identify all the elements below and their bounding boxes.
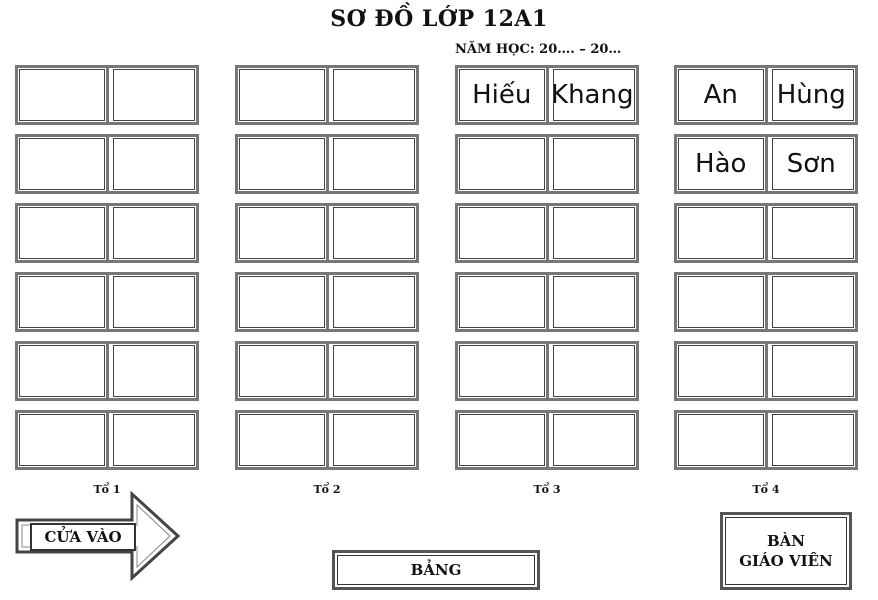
seat: [767, 272, 858, 332]
seat: [235, 341, 329, 401]
desk: [235, 203, 419, 263]
seat: Hiếu: [455, 65, 549, 125]
page-title: SƠ ĐỒ LỚP 12A1: [330, 6, 548, 32]
seat: [108, 65, 199, 125]
desk: [455, 272, 639, 332]
seat: [455, 134, 549, 194]
group-label: Tổ 2: [313, 483, 341, 496]
seat: [455, 203, 549, 263]
seat: [767, 410, 858, 470]
desk: [674, 203, 858, 263]
seat: [108, 203, 199, 263]
desk: [674, 410, 858, 470]
desk: [15, 134, 199, 194]
seat: [235, 410, 329, 470]
desk: [235, 410, 419, 470]
desk: [15, 272, 199, 332]
desk: [455, 341, 639, 401]
seat: [548, 134, 639, 194]
desk: [15, 65, 199, 125]
seat: Hào: [674, 134, 768, 194]
school-year: NĂM HỌC: 20…. – 20…: [455, 42, 622, 57]
group-1: [15, 65, 199, 479]
teacher-desk: BÀN GIÁO VIÊN: [720, 512, 852, 590]
seat: [767, 341, 858, 401]
seat: [548, 341, 639, 401]
blackboard: BẢNG: [332, 550, 540, 590]
seat: [15, 203, 109, 263]
seat: [674, 203, 768, 263]
seat: Sơn: [767, 134, 858, 194]
seat: Khang: [548, 65, 639, 125]
group-label: Tổ 4: [752, 483, 780, 496]
desk: [455, 203, 639, 263]
seat: [328, 203, 419, 263]
seat: [235, 65, 329, 125]
desk: [674, 341, 858, 401]
seat: [235, 134, 329, 194]
seat: [548, 410, 639, 470]
seat: Hùng: [767, 65, 858, 125]
group-label: Tổ 3: [533, 483, 561, 496]
seat: [674, 272, 768, 332]
desk: [455, 134, 639, 194]
seat: [328, 341, 419, 401]
seat: [108, 134, 199, 194]
group-label: Tổ 1: [93, 483, 121, 496]
seat: [15, 341, 109, 401]
seat: [548, 272, 639, 332]
seat: [235, 272, 329, 332]
desk: [235, 341, 419, 401]
desk: [235, 272, 419, 332]
seat: [108, 410, 199, 470]
seat: [328, 65, 419, 125]
seat: An: [674, 65, 768, 125]
desk: [15, 410, 199, 470]
teacher-desk-line1: BÀN: [766, 532, 806, 550]
seat: [15, 272, 109, 332]
door-label: CỬA VÀO: [30, 523, 136, 551]
desk: [674, 272, 858, 332]
desk: [15, 341, 199, 401]
seat: [108, 272, 199, 332]
desk: [235, 65, 419, 125]
seat: [674, 410, 768, 470]
desk: [15, 203, 199, 263]
teacher-desk-line2: GIÁO VIÊN: [739, 552, 833, 570]
seat: [328, 272, 419, 332]
entrance-door: CỬA VÀO: [14, 490, 182, 582]
group-2: [235, 65, 419, 479]
seat: [767, 203, 858, 263]
seat: [15, 410, 109, 470]
seat: [15, 65, 109, 125]
seat: [455, 410, 549, 470]
seat: [674, 341, 768, 401]
seat: [328, 410, 419, 470]
seat: [455, 272, 549, 332]
desk: [235, 134, 419, 194]
seat: [108, 341, 199, 401]
seat: [328, 134, 419, 194]
seat: [455, 341, 549, 401]
seat: [235, 203, 329, 263]
seat: [548, 203, 639, 263]
desk: [455, 410, 639, 470]
seat: [15, 134, 109, 194]
